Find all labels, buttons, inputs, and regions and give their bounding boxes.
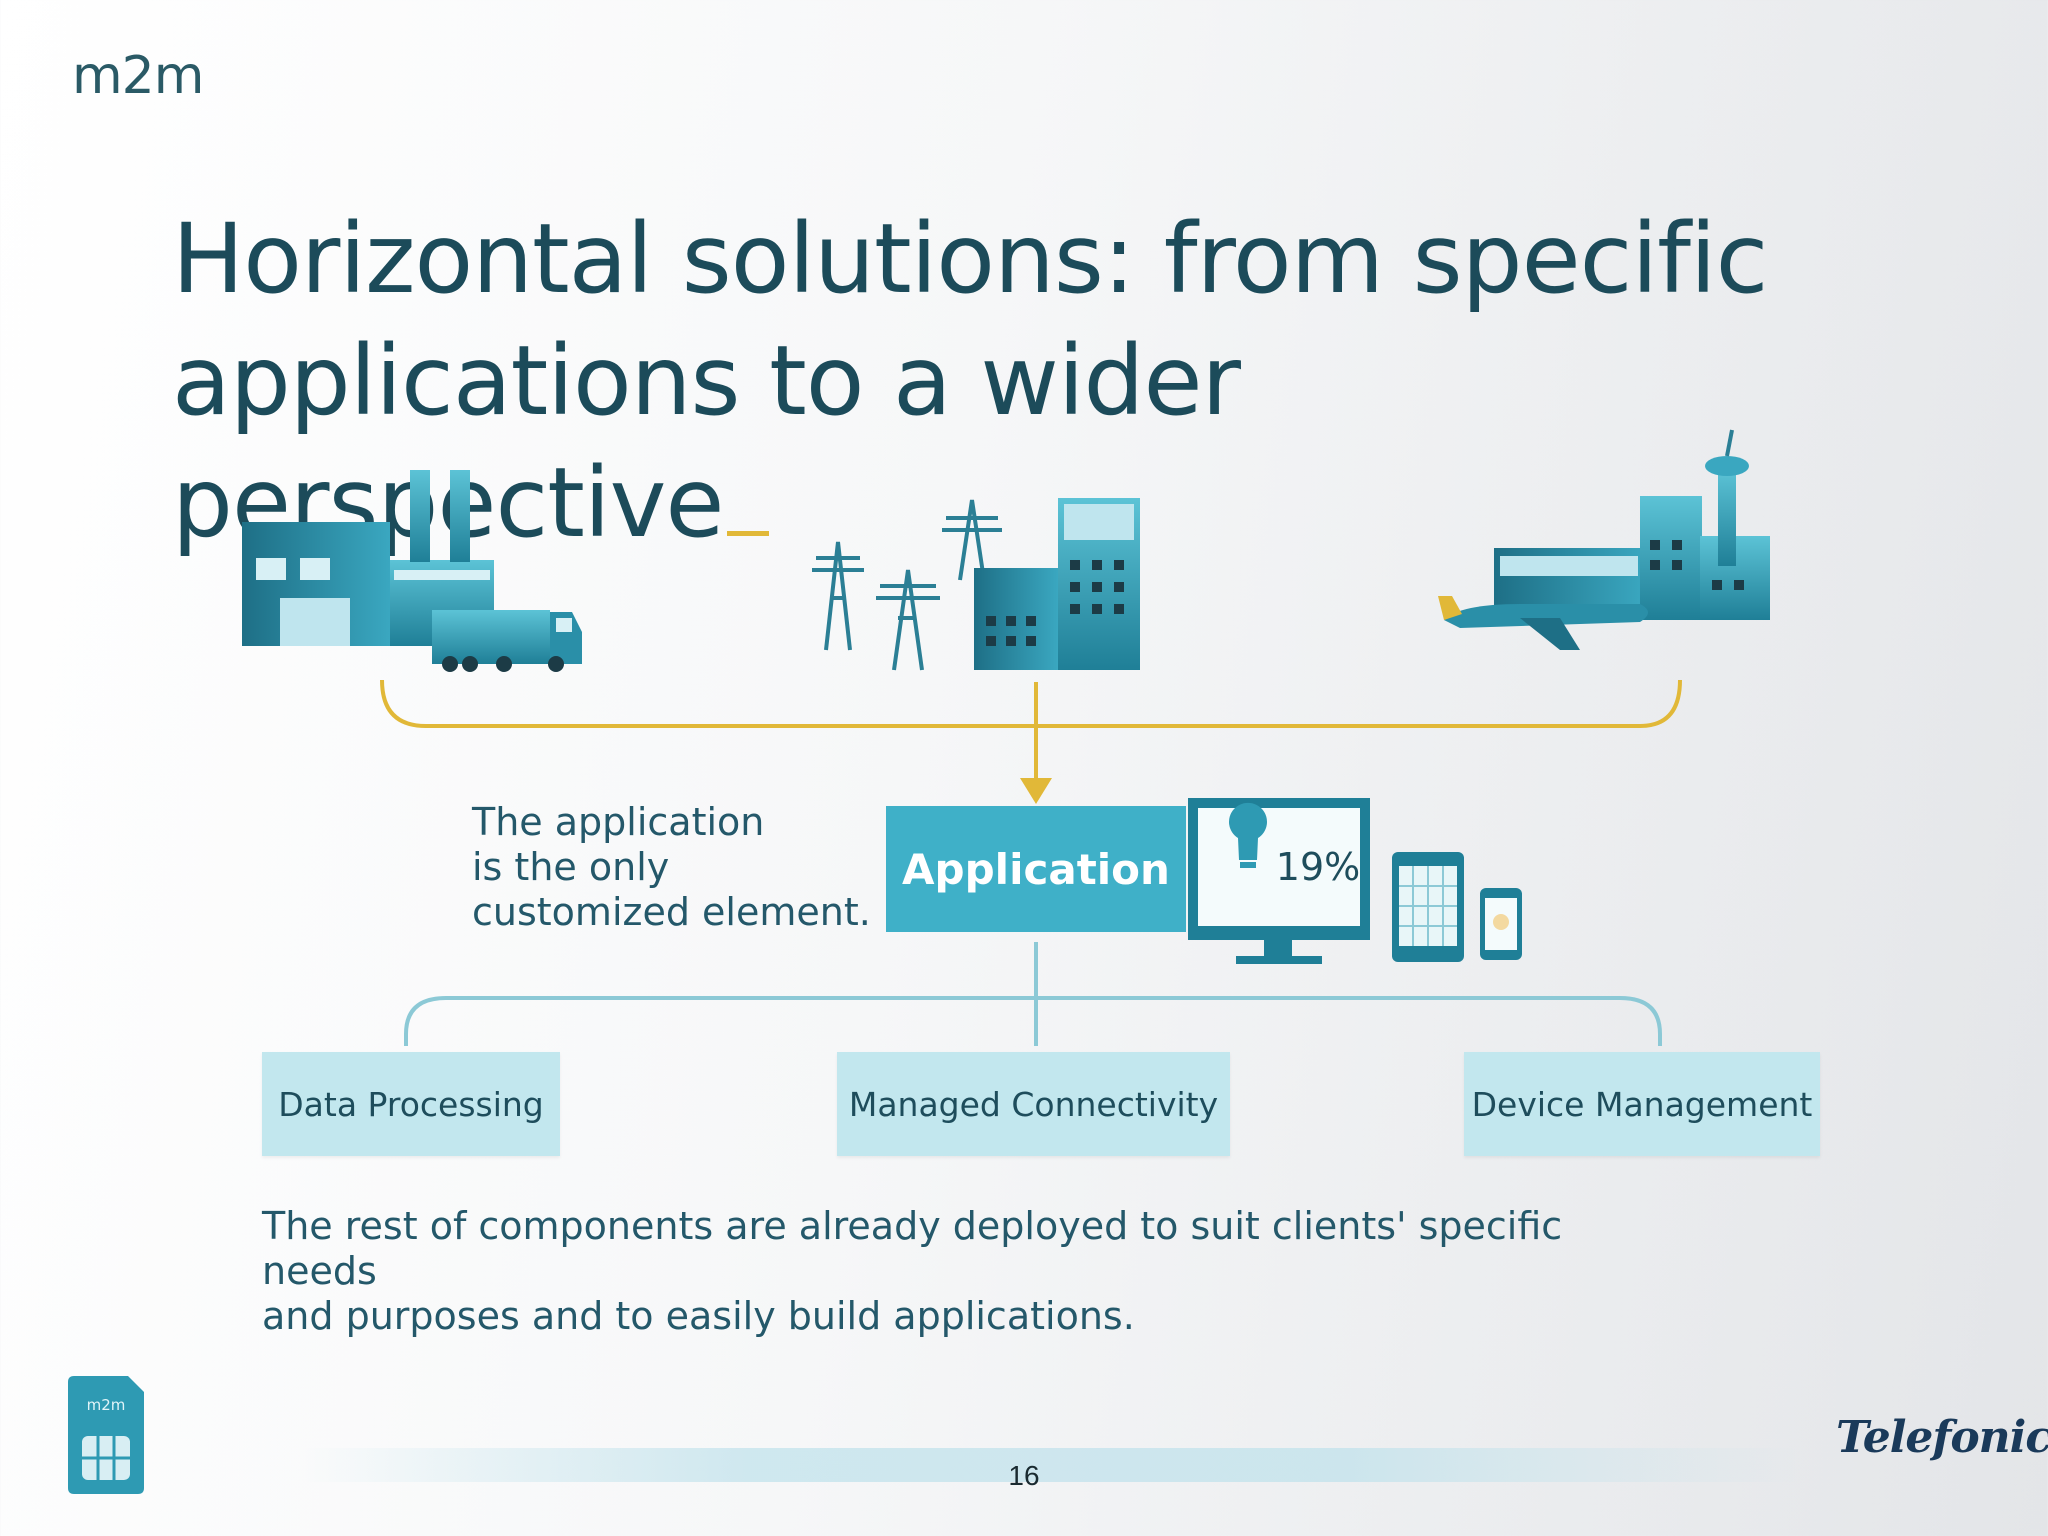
airport-icon (1438, 429, 1770, 650)
monitor-icon (1188, 798, 1370, 964)
data-processing-box: Data Processing (262, 1052, 560, 1156)
sim-label: m2m (87, 1396, 126, 1414)
managed-connectivity-box: Managed Connectivity (837, 1052, 1230, 1156)
factory-truck-icon (242, 470, 582, 672)
data-processing-label: Data Processing (278, 1084, 544, 1124)
note-line-1: The application (472, 800, 765, 844)
components-note-line-1: The rest of components are already deplo… (262, 1204, 1563, 1293)
managed-connectivity-label: Managed Connectivity (848, 1084, 1219, 1124)
tablet-icon (1392, 852, 1464, 962)
phone-icon (1480, 888, 1522, 960)
page-number: 16 (1008, 1460, 1040, 1491)
application-box: Application (886, 806, 1186, 932)
slide-title: Horizontal solutions: from specific appl… (172, 198, 1772, 564)
customized-element-note: The application is the only customized e… (472, 800, 892, 935)
city-buildings-icon (974, 498, 1140, 670)
device-management-label: Device Management (1471, 1084, 1813, 1124)
note-line-2: is the only (472, 845, 670, 889)
application-label: Application (902, 844, 1170, 894)
monitor-value: 19% (1276, 845, 1360, 889)
note-line-3: customized element. (472, 890, 871, 934)
sim-card-icon: m2m (68, 1376, 144, 1494)
power-grid-buildings-icon (812, 499, 1002, 671)
title-line-1: Horizontal solutions: from specific (172, 203, 1768, 315)
components-note: The rest of components are already deplo… (262, 1204, 1662, 1339)
brand-label: m2m (72, 46, 204, 106)
telefonica-logo: Telefonica (1836, 1412, 2048, 1463)
components-note-line-2: and purposes and to easily build applica… (262, 1294, 1135, 1338)
title-accent-bar (727, 531, 770, 536)
device-management-box: Device Management (1464, 1052, 1820, 1156)
footer-band (300, 1448, 1800, 1482)
